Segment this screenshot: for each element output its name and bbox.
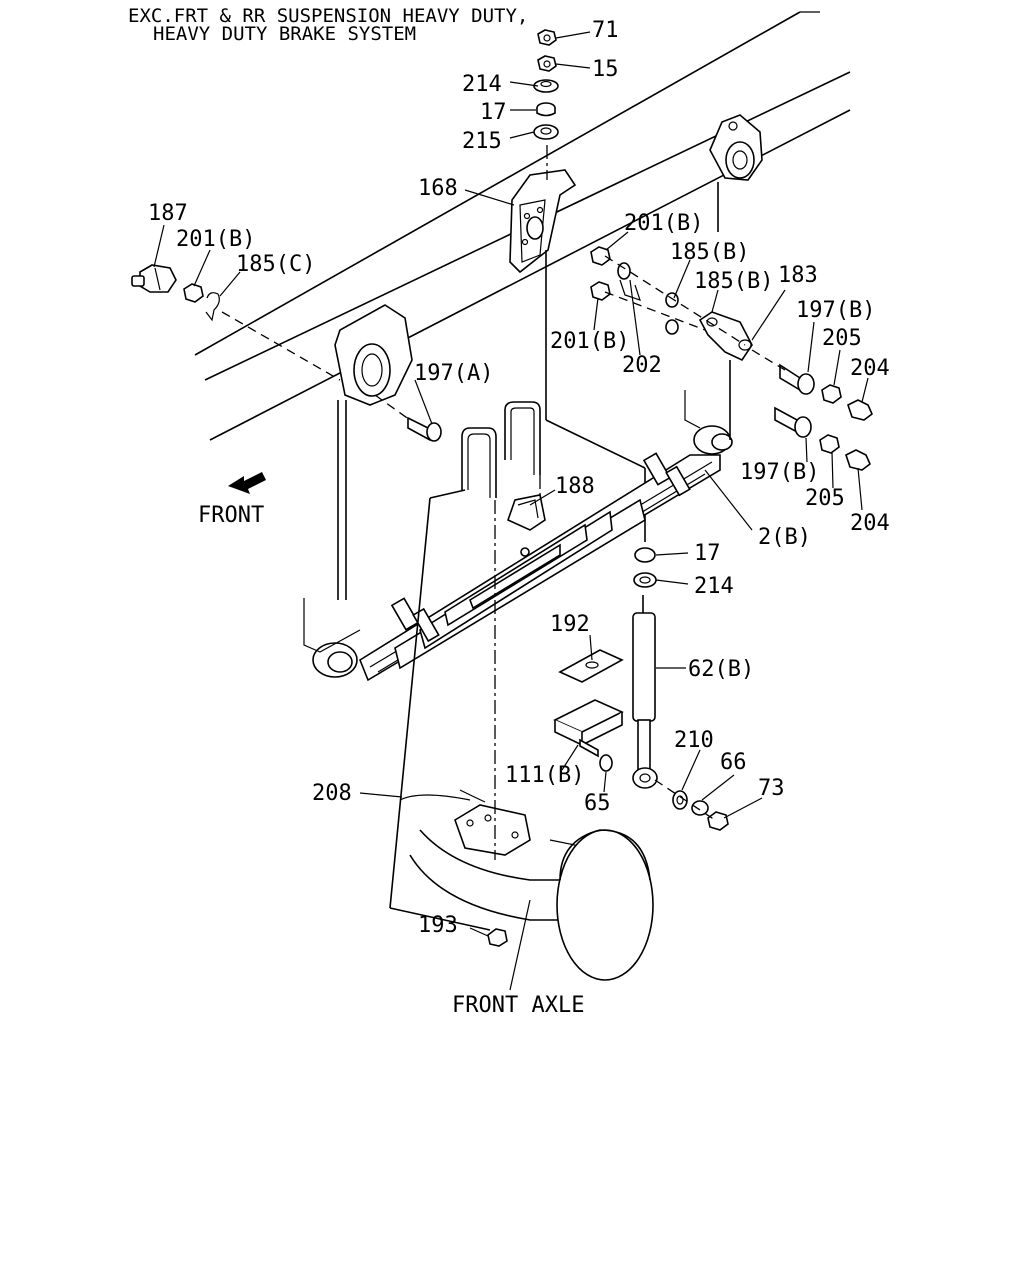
callout-205-upper: 205: [822, 326, 862, 351]
callout-15: 15: [592, 57, 619, 82]
nut-71: [537, 29, 557, 46]
shackle-pin-axis-lower: [604, 291, 706, 331]
nut-205-lower: [819, 434, 840, 454]
bolt-197b-upper: [779, 363, 815, 395]
bolt-197b-axis: [751, 349, 786, 371]
callout-193: 193: [418, 913, 458, 938]
callout-185b-b: 185(B): [694, 269, 773, 294]
callout-197b-lower: 197(B): [740, 460, 819, 485]
shock-bracket-link: [545, 419, 646, 469]
callout-214-lower: 214: [694, 574, 734, 599]
clip-185c: [205, 292, 220, 322]
nut-15: [537, 55, 557, 72]
bracket-111b: [553, 699, 624, 758]
front-arrow-icon: [228, 472, 266, 494]
shackle-pin-axis-upper: [604, 255, 746, 346]
rear-spring-hanger: [709, 114, 763, 181]
callout-111b: 111(B): [505, 763, 584, 788]
lower-stud-axis: [654, 779, 716, 821]
callout-168: 168: [418, 176, 458, 201]
callout-188: 188: [555, 474, 595, 499]
callout-185b-a: 185(B): [670, 240, 749, 265]
callout-185c: 185(C): [236, 252, 315, 277]
header-line-2: HEAVY DUTY BRAKE SYSTEM: [153, 23, 416, 45]
nut-205-upper: [821, 384, 842, 404]
callout-204-lower: 204: [850, 511, 890, 536]
callout-labels: 71 15 214 17 215 168 187 201(B) 185(C) 2…: [148, 18, 890, 938]
nut-201b-lower: [590, 281, 611, 301]
front-spring-hanger: [334, 304, 413, 600]
shock-absorber: [632, 595, 658, 789]
callout-210: 210: [674, 728, 714, 753]
callout-201b-upper: 201(B): [624, 211, 703, 236]
shock-upper-bracket: [509, 169, 577, 274]
nut-73: [707, 811, 729, 831]
front-label: FRONT: [198, 503, 264, 528]
fitting-204-lower: [845, 449, 871, 471]
nut-201b-left: [183, 283, 204, 303]
callout-2b: 2(B): [758, 525, 811, 550]
shackle-183: [698, 311, 753, 362]
callout-62b: 62(B): [688, 657, 754, 682]
callout-187: 187: [148, 201, 188, 226]
fitting-204-upper: [847, 399, 873, 421]
callout-208: 208: [312, 781, 352, 806]
u-bolt-rear: [504, 401, 541, 475]
callout-202: 202: [622, 353, 662, 378]
top-mount-stack: [533, 29, 559, 140]
bushing-17: [536, 102, 556, 117]
callout-201b-left: 201(B): [176, 227, 255, 252]
callout-197b-upper: 197(B): [796, 298, 875, 323]
nut-193: [487, 928, 508, 947]
callout-204-upper: 204: [850, 356, 890, 381]
callout-197a: 197(A): [414, 361, 493, 386]
washer-185b-a: [617, 262, 631, 280]
front-axle-label: FRONT AXLE: [452, 993, 584, 1018]
washer-185b-b: [665, 292, 679, 308]
bushing-215: [533, 124, 559, 140]
lower-washer-214: [633, 572, 657, 588]
bolt-197b-lower: [774, 406, 812, 438]
u-bolt-assembly-lines: [389, 475, 541, 931]
header-line-1: EXC.FRT & RR SUSPENSION HEAVY DUTY,: [128, 5, 528, 27]
washer-66: [691, 800, 709, 816]
callout-183: 183: [778, 263, 818, 288]
leaf-spring: [303, 390, 733, 682]
washer-185b-c: [665, 319, 679, 335]
bolt-197a-axis: [374, 394, 411, 421]
elbow-187: [131, 264, 177, 293]
plate-192: [558, 649, 624, 683]
callout-201b-lower: 201(B): [550, 329, 629, 354]
callout-71: 71: [592, 18, 619, 43]
nut-65: [599, 754, 613, 772]
callout-214-top: 214: [462, 72, 502, 97]
washer-210: [672, 790, 688, 810]
spacer-188: [507, 494, 546, 531]
callout-215: 215: [462, 129, 502, 154]
leader-lines: [153, 31, 869, 991]
left-parts-axis: [221, 311, 341, 381]
callout-66: 66: [720, 750, 747, 775]
front-axle: [399, 789, 654, 981]
u-bolt-front: [461, 427, 497, 498]
callout-192: 192: [550, 612, 590, 637]
callout-17-lower: 17: [694, 541, 721, 566]
callout-17-top: 17: [480, 100, 507, 125]
callout-73: 73: [758, 776, 785, 801]
callout-65: 65: [584, 791, 611, 816]
lower-bushing-17: [634, 547, 656, 563]
bolt-197a: [407, 416, 442, 442]
callout-205-lower: 205: [805, 486, 845, 511]
